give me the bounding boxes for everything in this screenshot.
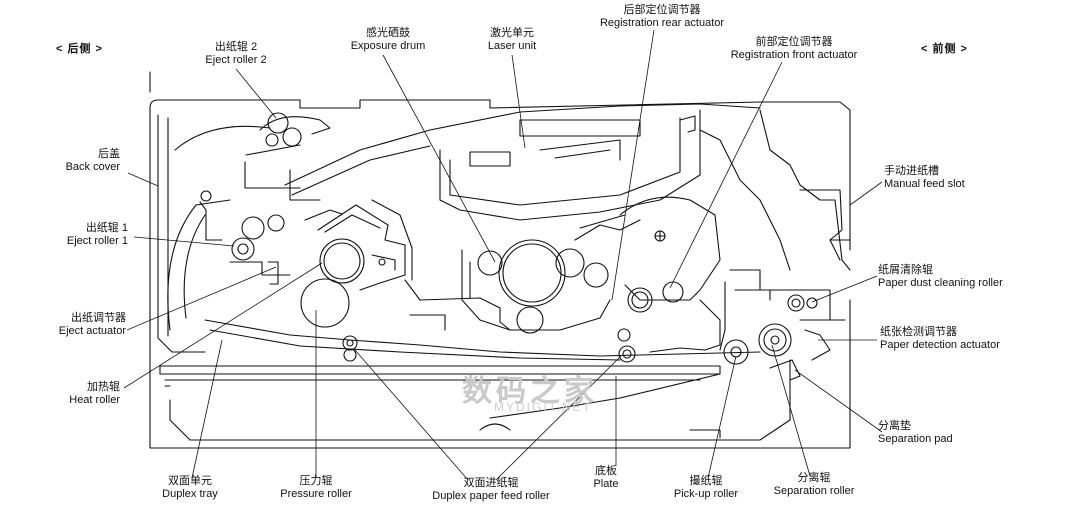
- front-side-label: < 前侧 >: [921, 43, 968, 55]
- toner-cartridge: [619, 196, 721, 301]
- eject-actuator: [267, 261, 279, 285]
- plate: [489, 373, 721, 419]
- watermark-logo: 数码之家: [462, 375, 598, 408]
- manual-feed-slot: [829, 199, 851, 271]
- pressure-roller: [300, 278, 350, 328]
- paper-tray: [169, 359, 791, 441]
- printer-housing: [149, 71, 851, 449]
- rear-side-label: < 后侧 >: [56, 43, 103, 55]
- watermark-url: MYDIGIT.NET: [494, 400, 593, 414]
- pick-up-roller: [723, 339, 749, 365]
- back-cover: [157, 114, 206, 353]
- paper-detection-actuator: [804, 329, 831, 361]
- separation-pad: [769, 359, 801, 381]
- laser-unit: [439, 109, 701, 221]
- duplex-tray: [159, 365, 721, 375]
- duplex-feed-roller-2: [618, 345, 636, 363]
- paper-dust-cleaning-roller: [787, 294, 805, 312]
- eject-roller-2: [267, 112, 289, 134]
- eject-roller-1: [231, 237, 255, 261]
- exposure-drum: [498, 239, 566, 307]
- duplex-feed-roller-1: [342, 335, 358, 351]
- heat-roller: [319, 238, 365, 284]
